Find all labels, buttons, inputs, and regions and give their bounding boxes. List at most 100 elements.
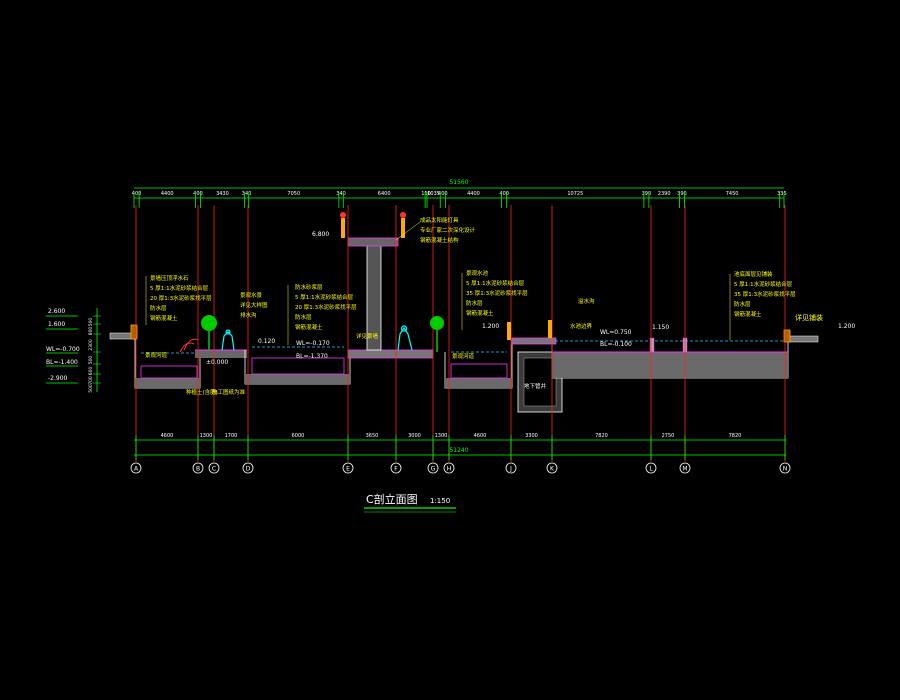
top-segment-dim: 150 bbox=[421, 191, 431, 197]
left-channel-inner bbox=[140, 365, 198, 379]
note-line: 成品太阳能灯具 bbox=[420, 216, 459, 224]
level-wl-0750: WL=0.750 bbox=[600, 329, 632, 336]
person-figure-icon bbox=[397, 325, 413, 351]
note-line: 专业厂家二次深化设计 bbox=[420, 226, 476, 234]
note-line: 排水沟 bbox=[240, 311, 257, 319]
level-1200-a: 1.200 bbox=[482, 323, 499, 330]
axis-bubble bbox=[390, 462, 402, 474]
bottom-segment-dim: 7820 bbox=[729, 433, 742, 439]
note-line: 池底面层见铺装 bbox=[734, 270, 773, 278]
lamp-bulb-icon bbox=[400, 212, 406, 218]
note-line: 钢筋混凝土 bbox=[734, 310, 762, 318]
fountain-spray-icon bbox=[179, 338, 199, 353]
left-channel-slab bbox=[135, 378, 200, 388]
lamp-left-icon bbox=[341, 218, 345, 238]
note-line: 详见大样图 bbox=[240, 301, 268, 309]
deck-bd bbox=[195, 350, 247, 358]
note-line: 5 厚1:1水泥砂浆结合层 bbox=[295, 293, 354, 301]
top-segment-dim: 340 bbox=[242, 191, 252, 197]
tower-cap bbox=[347, 237, 399, 247]
note-right-mid-1: 水池边界 bbox=[570, 322, 593, 330]
axis-label: E bbox=[346, 466, 350, 473]
vertical-dim: 800 bbox=[88, 327, 94, 336]
note-line: 钢筋混凝土 bbox=[295, 323, 323, 331]
level-wl-0170: WL=-0.170 bbox=[296, 340, 330, 347]
axis-label: F bbox=[394, 466, 398, 473]
bottom-segment-dim: 7820 bbox=[595, 433, 608, 439]
tree-icon bbox=[430, 316, 444, 330]
note-pit: 地下管井 bbox=[524, 382, 547, 390]
note-line: 20 厚1:3水泥砂浆找平层 bbox=[295, 303, 357, 311]
drawing-scale: 1:150 bbox=[430, 497, 450, 505]
level-0120: 0.120 bbox=[258, 338, 275, 345]
axis-bubble bbox=[505, 462, 517, 474]
lamp-bulb-icon bbox=[340, 212, 346, 218]
note-line: 景观水景 bbox=[240, 291, 263, 299]
pool-divider-l bbox=[649, 337, 655, 353]
bottom-segment-dim: 1300 bbox=[200, 433, 213, 439]
pit-top-wall bbox=[511, 337, 557, 345]
note-line: 20 厚1:3水泥砂浆找平层 bbox=[150, 294, 212, 302]
person-figure-icon bbox=[221, 329, 235, 351]
top-segment-dim: 10725 bbox=[567, 191, 583, 197]
bottom-segment-dim: 1700 bbox=[225, 433, 238, 439]
level-000: ±0.000 bbox=[206, 359, 228, 366]
axis-label: D bbox=[246, 466, 251, 473]
vertical-dim: 700 bbox=[88, 376, 94, 385]
bottom-segment-dim: 3300 bbox=[525, 433, 538, 439]
axis-bubble bbox=[208, 462, 220, 474]
top-segment-dim: 4400 bbox=[161, 191, 174, 197]
note-line: 钢筋混凝土结构 bbox=[420, 236, 459, 244]
axis-label: K bbox=[550, 466, 555, 473]
top-segment-dim: 2390 bbox=[658, 191, 671, 197]
drawing-title-block: C剖立面图 1:150 bbox=[364, 492, 456, 513]
level-wl: WL=-0.700 bbox=[46, 346, 80, 353]
top-segment-dim: 7450 bbox=[726, 191, 739, 197]
post-icon bbox=[507, 322, 511, 340]
axis-label: G bbox=[431, 466, 436, 473]
leader-lines bbox=[145, 221, 731, 345]
top-dimension-ticks bbox=[133, 192, 785, 208]
bottom-total-dim: 51240 bbox=[449, 447, 468, 454]
axis-label: L bbox=[649, 466, 653, 473]
bottom-segment-dim: 3000 bbox=[408, 433, 421, 439]
note-line: 景观水池 bbox=[466, 269, 489, 277]
level-2600: 2.600 bbox=[48, 308, 65, 315]
top-segment-dim: 400 bbox=[132, 191, 142, 197]
axis-label: J bbox=[509, 466, 512, 473]
top-segment-dim: 335 bbox=[777, 191, 787, 197]
level-6800: 6.800 bbox=[312, 231, 329, 238]
top-segment-dim: 400 bbox=[499, 191, 509, 197]
level-1150: 1.150 bbox=[652, 324, 669, 331]
top-segment-dim: 390 bbox=[642, 191, 652, 197]
lamp-right-icon bbox=[401, 218, 405, 238]
note-line: 35 厚1:3水泥砂浆找平层 bbox=[466, 289, 528, 297]
axis-label: M bbox=[682, 466, 687, 473]
top-segment-dim: 340 bbox=[336, 191, 346, 197]
bottom-segment-dim: 4600 bbox=[161, 433, 174, 439]
note-line: 5 厚1:1水泥砂浆结合层 bbox=[466, 279, 525, 287]
axis-grid bbox=[135, 205, 786, 462]
note-line: 防水层 bbox=[150, 304, 167, 312]
bridge-deck bbox=[347, 349, 434, 359]
bottom-segment-dim: 3650 bbox=[366, 433, 379, 439]
right-end-wall bbox=[787, 335, 819, 343]
note-line: 防水层 bbox=[734, 300, 751, 308]
note-bottom-left-0: 景观河道 bbox=[145, 351, 168, 359]
top-total-dim: 51560 bbox=[449, 179, 468, 186]
top-segment-dim: 400 bbox=[193, 191, 203, 197]
note-line: 防水层 bbox=[466, 299, 483, 307]
pool-de-inner bbox=[251, 357, 345, 375]
tree-icon bbox=[201, 315, 217, 331]
